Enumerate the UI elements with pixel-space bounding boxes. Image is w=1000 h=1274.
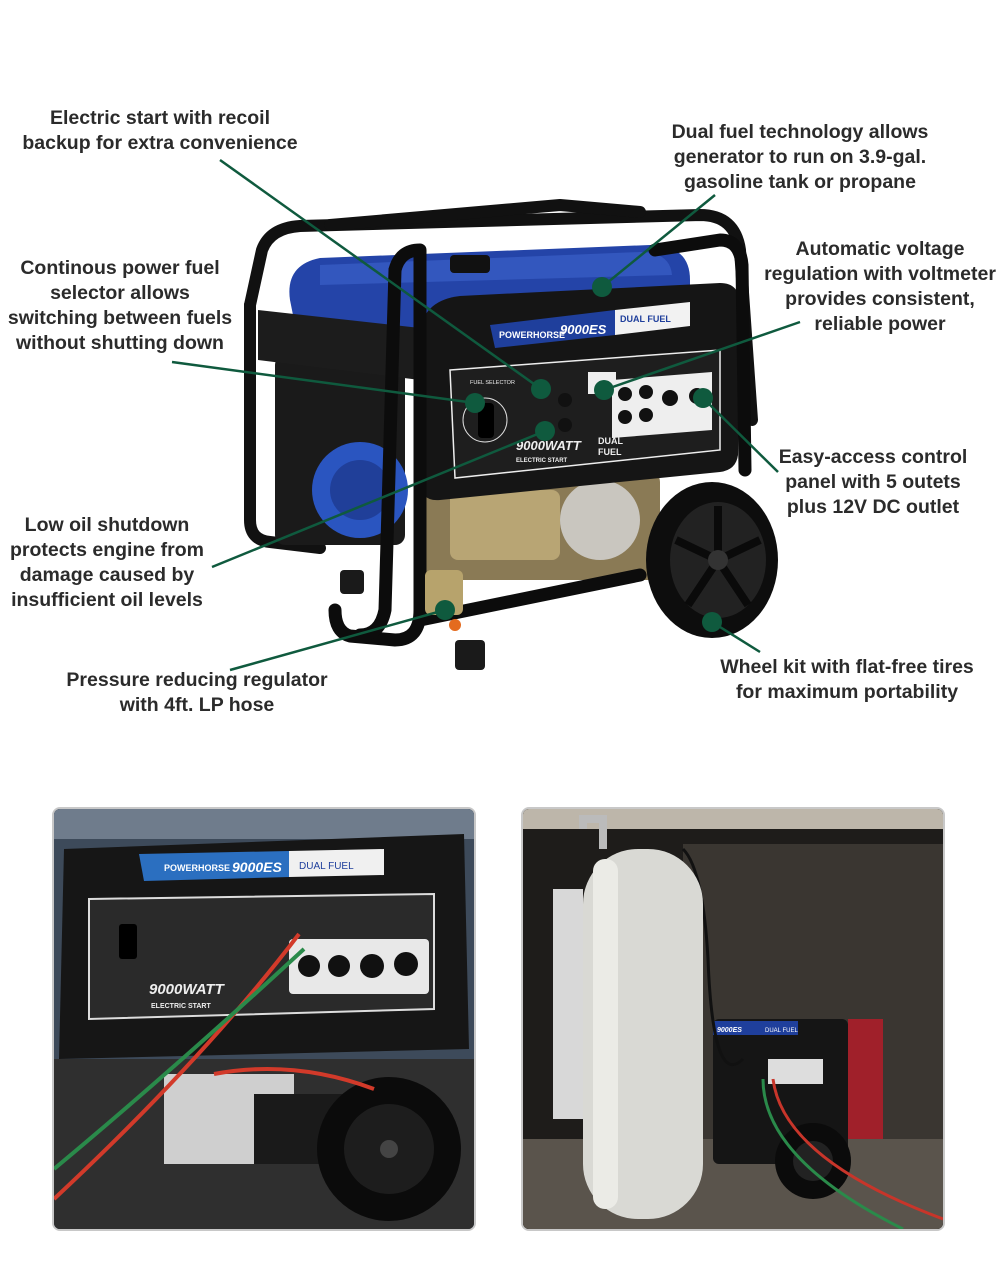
- callout-line: Electric start with recoil: [50, 107, 270, 129]
- photo-panel-wattage: 9000WATT: [149, 981, 226, 998]
- callout-dual-fuel: Dual fuel technology allows generator to…: [650, 120, 950, 195]
- generator-illustration: POWERHORSE 9000ES DUAL FUEL FUEL SELECTO…: [171, 158, 801, 672]
- callout-line: Pressure reducing regulator: [66, 669, 328, 691]
- callout-low-oil: Low oil shutdown protects engine from da…: [0, 513, 214, 613]
- fuel-selector-label: FUEL SELECTOR: [470, 380, 515, 386]
- photo-panel-start: ELECTRIC START: [151, 1003, 211, 1010]
- callout-line: selector allows: [50, 282, 190, 304]
- panel-fuel: FUEL: [598, 447, 622, 457]
- callout-line: damage caused by: [19, 564, 195, 586]
- callout-line: Wheel kit with flat-free tires: [720, 656, 974, 678]
- brand-logo-text: POWERHORSE: [499, 330, 565, 340]
- photo2-fuel-badge: DUAL FUEL: [765, 1028, 798, 1034]
- callout-line: Dual fuel technology allows: [671, 121, 929, 143]
- callout-line: provides consistent,: [785, 288, 975, 310]
- marker-control-panel: [693, 388, 713, 408]
- marker-regulator: [435, 600, 455, 620]
- callout-line: switching between fuels: [7, 307, 233, 329]
- callout-line: with 4ft. LP hose: [119, 694, 275, 716]
- photo2-model-text: 9000ES: [717, 1027, 742, 1034]
- callout-line: Continous power fuel: [20, 257, 220, 279]
- callout-line: for maximum portability: [735, 681, 959, 703]
- callout-line: reliable power: [814, 313, 946, 335]
- marker-wheel: [702, 612, 722, 632]
- panel-dual: DUAL: [598, 436, 623, 446]
- callout-line: plus 12V DC outlet: [786, 496, 960, 518]
- photo-brand-text: POWERHORSE: [164, 863, 230, 873]
- callout-fuel-selector: Continous power fuel selector allows swi…: [0, 256, 240, 356]
- callout-line: regulation with voltmeter: [764, 263, 996, 285]
- callout-regulator: Pressure reducing regulator with 4ft. LP…: [47, 668, 347, 718]
- callout-control-panel: Easy-access control panel with 5 outets …: [763, 445, 983, 520]
- callout-line: Low oil shutdown: [24, 514, 190, 536]
- model-text: 9000ES: [560, 322, 607, 337]
- marker-low-oil: [535, 421, 555, 441]
- panel-wattage: 9000WATT: [516, 438, 582, 453]
- callout-line: backup for extra convenience: [22, 132, 298, 154]
- callout-line: without shutting down: [16, 332, 224, 354]
- callout-line: Automatic voltage: [795, 238, 965, 260]
- panel-electric-start: ELECTRIC START: [516, 458, 568, 464]
- callout-wheel-kit: Wheel kit with flat-free tires for maxim…: [697, 655, 997, 705]
- wheel: [646, 482, 778, 638]
- marker-dual-fuel: [592, 277, 612, 297]
- marker-voltmeter: [594, 380, 614, 400]
- callout-line: insufficient oil levels: [11, 589, 203, 611]
- marker-fuel-selector: [465, 393, 485, 413]
- callout-electric-start: Electric start with recoil backup for ex…: [10, 106, 310, 156]
- callout-line: Easy-access control: [778, 446, 968, 468]
- marker-electric-start: [531, 379, 551, 399]
- callout-line: panel with 5 outets: [785, 471, 961, 493]
- photo-control-panel-closeup: POWERHORSE 9000ES DUAL FUEL 9000WATT ELE…: [52, 807, 476, 1231]
- callout-line: generator to run on 3.9-gal.: [673, 146, 927, 168]
- dual-fuel-badge: DUAL FUEL: [620, 314, 671, 324]
- callout-line: protects engine from: [10, 539, 204, 561]
- leader-lines: [171, 158, 801, 672]
- photo-propane-tank-garage: 9000ES DUAL FUEL: [521, 807, 945, 1231]
- photo-model-text: 9000ES: [232, 859, 282, 875]
- photo-fuel-badge: DUAL FUEL: [299, 861, 354, 872]
- callout-voltage-regulation: Automatic voltage regulation with voltme…: [760, 237, 1000, 337]
- callout-line: gasoline tank or propane: [684, 171, 916, 193]
